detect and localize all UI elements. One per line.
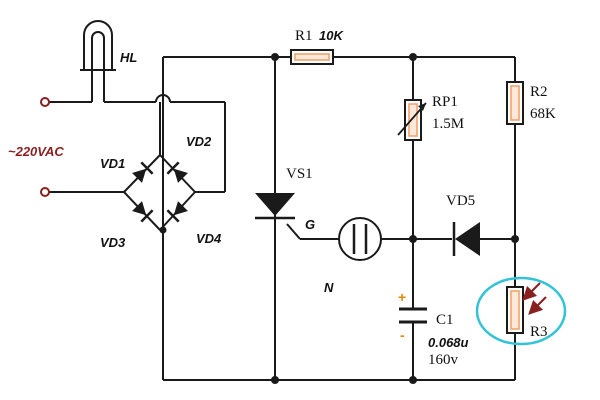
highlight-circle (475, 276, 567, 346)
wires (45, 56, 516, 381)
thyristor-icon (255, 193, 295, 220)
junction-dots (159, 53, 519, 384)
diode-icon (166, 161, 188, 183)
r2-label: R2 (530, 84, 548, 100)
lamp-label: HL (120, 50, 137, 65)
neon-label: N (324, 280, 334, 295)
rp1-label: RP1 (432, 94, 458, 110)
r3-label: R3 (530, 324, 548, 340)
lamp-icon (80, 20, 116, 71)
ac-terminal-bottom (40, 187, 50, 197)
diode-icon (132, 161, 154, 183)
vd2-label: VD2 (186, 134, 212, 149)
bridge-rectifier (123, 154, 196, 231)
c1-minus-label: - (400, 327, 405, 343)
potentiometer-icon (397, 99, 427, 141)
ac-terminal-top (40, 97, 50, 107)
c1-label: C1 (436, 312, 454, 328)
c1-plus-label: + (398, 289, 406, 305)
c1-voltage: 160v (428, 352, 459, 368)
resistor-icon (290, 49, 334, 65)
vd4-label: VD4 (196, 231, 222, 246)
r1-label: R1 (295, 28, 313, 44)
vs1-label: VS1 (286, 166, 313, 182)
vd1-label: VD1 (100, 156, 125, 171)
resistor-icon (506, 81, 524, 125)
diode-icon (166, 201, 188, 223)
vd3-label: VD3 (100, 235, 126, 250)
gate-label: G (305, 217, 315, 232)
c1-value: 0.068u (428, 335, 469, 350)
photoresistor-icon (506, 282, 547, 334)
ac-voltage-label: ~220VAC (8, 144, 64, 159)
r2-value: 68K (530, 106, 556, 122)
rp1-value: 1.5M (432, 116, 464, 132)
neon-bulb-icon (338, 217, 382, 261)
capacitor-icon (399, 305, 427, 333)
vd5-label: VD5 (446, 193, 475, 209)
r1-value: 10K (319, 28, 344, 43)
diode-icon (132, 201, 154, 223)
diode-icon (452, 222, 480, 256)
